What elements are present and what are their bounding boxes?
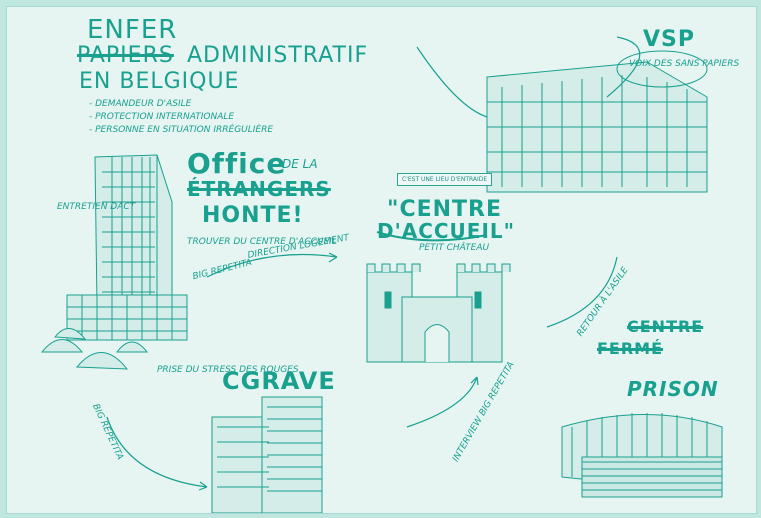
vsp-heading: VSP [643,27,695,52]
office-crossed-word: ÉTRANGERS [187,177,331,201]
prison-crossed2: FERMÉ [597,339,664,358]
title-line2: ADMINISTRATIF [187,43,369,68]
vsp-ellipse [616,50,708,88]
centre-heading1: "CENTRE [387,197,503,222]
cgrave-buildings [211,396,323,513]
tower-windows [102,157,155,307]
vsp-subtitle: VOIX DES SANS PAPIERS [629,59,740,69]
centre-underline [376,231,488,242]
illustration-drawing [40,36,723,513]
office-heading-suffix: DE LA [282,157,318,171]
office-note-3: TROUVER DU CENTRE D'ACCUEIL [187,237,337,247]
office-note-1: ENTRETIEN DACT [57,202,136,212]
illustration-sheet: ENFER PAPIERS ADMINISTRATIF EN BELGIQUE … [6,6,757,514]
castle [366,263,511,363]
centre-subtitle: PETIT CHÂTEAU [419,243,490,253]
tents [40,328,149,370]
office-heading2: HONTE! [202,203,304,228]
title-bullet-1: - DEMANDEUR D'ASILE [89,99,192,109]
title-line3: EN BELGIQUE [79,69,240,94]
centre-heading2: D'ACCUEIL" [377,219,516,243]
prison-building [561,413,723,498]
prison-heading: PRISON [627,377,719,401]
title-line1: ENFER [87,15,178,45]
office-heading: Office [187,147,287,180]
cgrave-heading: CGRAVE [222,367,336,395]
connecting-arrows [106,36,641,491]
title-bullet-2: - PROTECTION INTERNATIONALE [89,112,235,122]
vsp-note: C'EST UNE LIEU D'ENTRAIDE [397,173,493,187]
vsp-building [486,61,708,193]
title-crossed-word: PAPIERS [77,43,174,68]
office-tower [66,154,188,341]
title-bullet-3: - PERSONNE EN SITUATION IRRÉGULIÈRE [89,125,274,135]
prison-crossed1: CENTRE [627,317,704,336]
office-note-4: PRISE DU STRESS DES ROUGES [157,365,299,375]
